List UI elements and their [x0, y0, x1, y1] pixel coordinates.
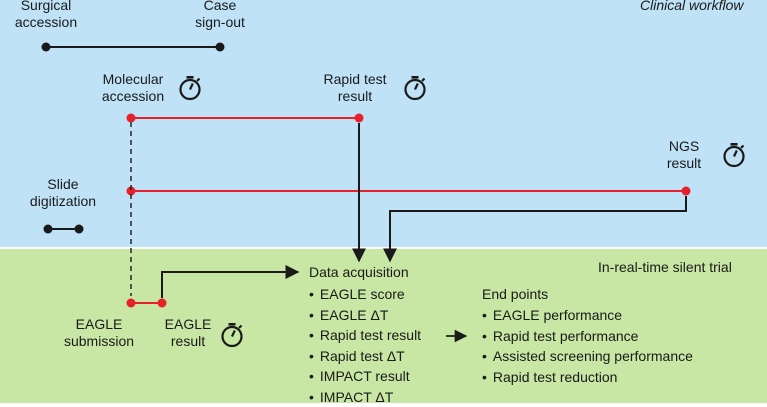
surgical-timeline	[42, 43, 225, 52]
stopwatch-icon	[181, 76, 200, 99]
eagle-arrow	[162, 272, 298, 298]
data-acquisition-list: EAGLE score EAGLE ΔT Rapid test result R…	[309, 284, 421, 407]
list-item: Rapid test performance	[482, 326, 693, 347]
list-item: Rapid test reduction	[482, 367, 693, 388]
molecular-accession-dot	[127, 114, 136, 123]
rapid-test-dot	[355, 114, 364, 123]
list-item: Rapid test result	[309, 325, 421, 346]
eagle-result-dot	[158, 299, 167, 308]
stopwatch-icon	[223, 323, 242, 346]
ngs-arrow	[390, 196, 686, 261]
surgical-accession-dot	[42, 43, 51, 52]
case-signout-dot	[216, 43, 225, 52]
eagle-timeline	[127, 299, 167, 308]
data-acquisition-title: Data acquisition	[309, 264, 409, 281]
end-points-list: EAGLE performance Rapid test performance…	[482, 305, 693, 387]
stopwatch-icon	[406, 76, 425, 99]
clinical-workflow-label: Clinical workflow	[640, 0, 743, 14]
list-item: Rapid test ΔT	[309, 346, 421, 367]
list-item: EAGLE ΔT	[309, 305, 421, 326]
rapid-test-timeline	[127, 114, 364, 123]
list-item: EAGLE performance	[482, 305, 693, 326]
list-item: Assisted screening performance	[482, 346, 693, 367]
list-item: IMPACT ΔT	[309, 387, 421, 407]
silent-trial-label: In-real-time silent trial	[598, 259, 732, 276]
eagle-submission-dot	[127, 299, 136, 308]
stopwatch-icon	[725, 143, 744, 166]
list-item: EAGLE score	[309, 284, 421, 305]
slide-digitization-connector	[44, 225, 84, 234]
end-points-title: End points	[482, 286, 548, 303]
list-item: IMPACT result	[309, 366, 421, 387]
ngs-result-dot	[682, 187, 691, 196]
ngs-timeline	[127, 187, 691, 196]
